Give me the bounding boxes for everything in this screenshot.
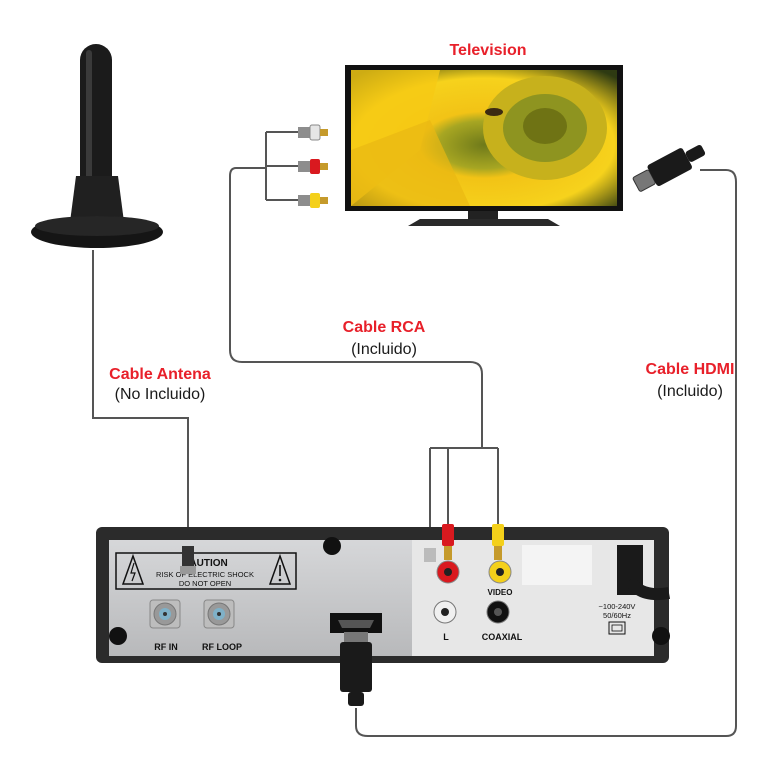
rca-cable-subtitle: (Incluido): [351, 341, 417, 358]
caution-line2: DO NOT OPEN: [179, 579, 231, 588]
power-rating-line2: 50/60Hz: [603, 611, 631, 620]
rca-cable-title: Cable RCA: [342, 319, 426, 336]
receiver-icon: CAUTION RISK OF ELECTRIC SHOCK DO NOT OP…: [96, 524, 671, 706]
rf-in-port: [149, 599, 181, 629]
rf-loop-port: [203, 599, 235, 629]
video-label: VIDEO: [488, 588, 513, 597]
television-label: Television: [449, 42, 527, 59]
rca-plug-icon: [424, 524, 504, 562]
hdmi-cable-subtitle: (Incluido): [657, 383, 723, 400]
audio-l-label: L: [443, 632, 449, 642]
coaxial-label: COAXIAL: [482, 632, 523, 642]
warning-icon: [121, 553, 145, 585]
rf-in-label: RF IN: [154, 642, 178, 652]
caution-line1: RISK OF ELECTRIC SHOCK: [156, 570, 254, 579]
rca-cable: [229, 131, 499, 555]
rf-loop-label: RF LOOP: [202, 642, 242, 652]
hdmi-cable: [355, 169, 737, 737]
hdmi-plug-icon: [632, 144, 706, 192]
antenna-cable-subtitle: (No Incluido): [114, 386, 206, 403]
antenna-plug: [180, 546, 196, 574]
hdmi-port: [330, 613, 382, 633]
antenna-cable-title: Cable Antena: [109, 366, 211, 383]
hdmi-plug-icon: [340, 632, 372, 706]
antenna-icon: [31, 44, 163, 248]
power-cord-icon: [617, 545, 671, 601]
caution-title: CAUTION: [182, 558, 228, 569]
hdmi-cable-title: Cable HDMI: [645, 361, 735, 378]
television-icon: [345, 65, 623, 226]
rca-plug-icon: [298, 124, 328, 208]
av-ports: [433, 560, 512, 624]
antenna-cable: [92, 250, 189, 548]
power-rating-line1: ~100-240V: [599, 602, 636, 611]
warning-icon: [268, 553, 292, 585]
